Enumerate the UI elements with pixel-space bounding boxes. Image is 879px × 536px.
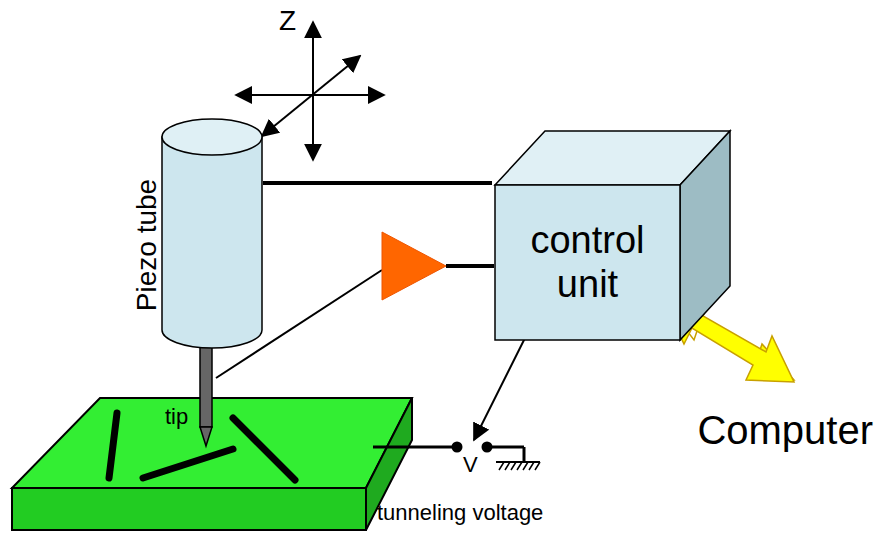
computer-label: Computer (697, 408, 873, 453)
voltage-symbol: V (463, 452, 478, 478)
voltage-caption: tunneling voltage (377, 500, 543, 526)
control-unit: control unit (492, 128, 733, 343)
amplifier-symbol (382, 232, 446, 300)
piezo-tube: Piezo tube (130, 115, 263, 350)
tube-label: Piezo tube (131, 179, 163, 311)
control-arrow (474, 332, 528, 440)
ground-symbol (496, 462, 540, 470)
tube-body (162, 137, 262, 348)
signal-wire (446, 264, 494, 268)
axis-label: Z (279, 5, 296, 37)
cube-side (680, 131, 730, 340)
voltage-circuit (373, 443, 524, 462)
stm-tip (200, 345, 212, 446)
tip-label: tip (165, 404, 188, 430)
cube-front (495, 185, 680, 340)
tube-top (162, 119, 262, 155)
unit-label: control unit (500, 219, 675, 306)
connector (263, 181, 492, 185)
